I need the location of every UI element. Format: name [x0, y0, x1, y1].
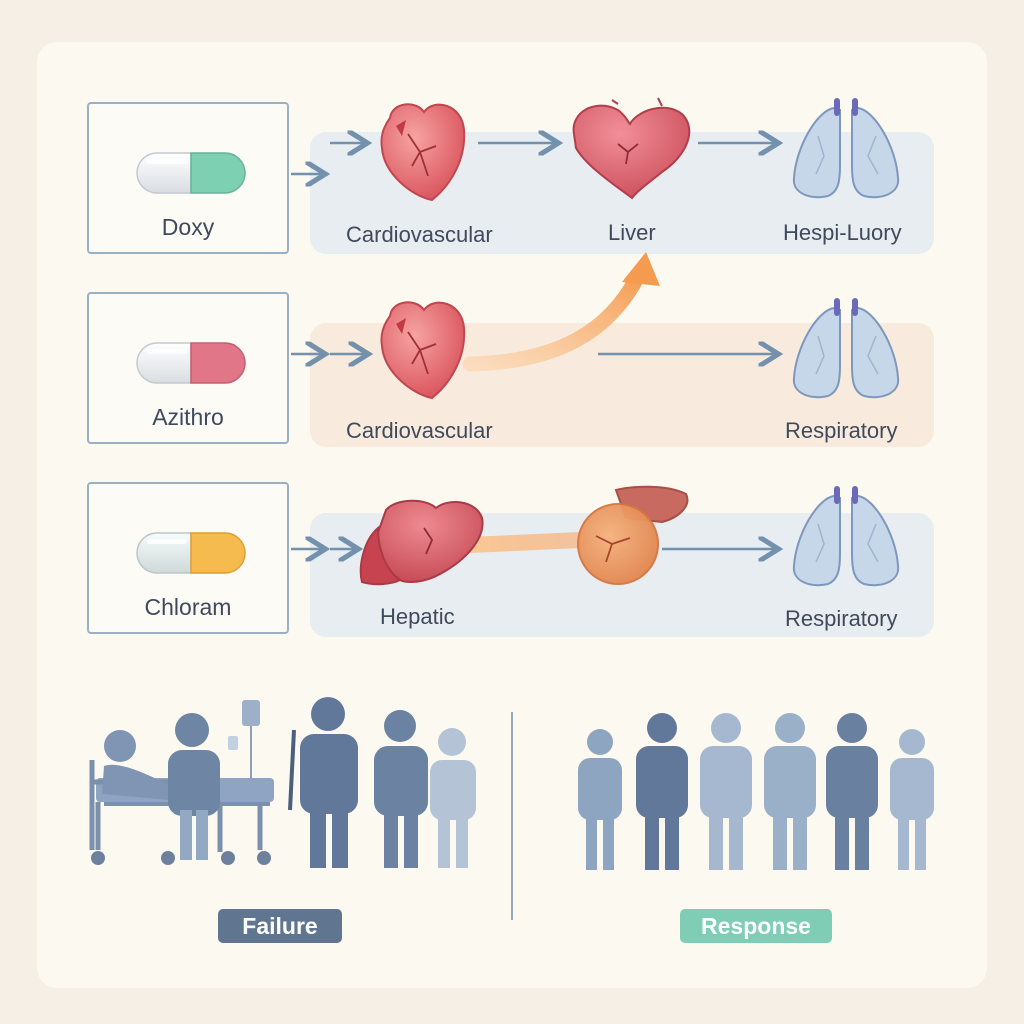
drug-box-doxy: Doxy [87, 102, 289, 254]
drug-name: Azithro [152, 404, 224, 430]
person-icon [700, 713, 752, 870]
curved-flow-arrowhead [622, 252, 660, 286]
failure-label: Failure [218, 909, 342, 943]
flow-arrows [291, 0, 1024, 700]
lungs-icon [788, 296, 904, 404]
capsule-icon [135, 151, 247, 195]
capsule-icon [135, 531, 247, 575]
organ-label: Cardiovascular [346, 222, 493, 247]
lungs-icon [788, 96, 904, 204]
heart-icon [372, 294, 472, 404]
organ-label: Respiratory [785, 606, 898, 631]
organ-label: Respiratory [785, 418, 898, 443]
response-group [578, 713, 934, 870]
person-icon [890, 729, 934, 870]
person-icon [826, 713, 878, 870]
person-icon [288, 697, 358, 868]
drug-name: Doxy [161, 214, 215, 240]
divider [511, 712, 513, 920]
lungs-icon [788, 484, 904, 592]
organ-label: Liver [608, 220, 656, 245]
organ-label: Cardiovascular [346, 418, 493, 443]
failure-group [89, 697, 476, 868]
person-icon [102, 730, 176, 800]
drug-name: Chloram [144, 594, 232, 620]
organ-label: Hespi-Luory [783, 220, 902, 245]
response-label: Response [680, 909, 832, 943]
drug-box-chloram: Chloram [87, 482, 289, 634]
flow-band [462, 532, 588, 553]
person-icon [764, 713, 816, 870]
liver-icon [356, 488, 486, 588]
person-icon [430, 728, 476, 868]
person-icon [374, 710, 428, 868]
organ-label: Hepatic [380, 604, 455, 629]
person-icon [578, 729, 622, 870]
heart-icon [372, 96, 472, 206]
person-icon [168, 713, 220, 860]
curved-flow-arrow [462, 268, 646, 372]
liver-icon [566, 482, 696, 586]
person-icon [636, 713, 688, 870]
iv-drip-icon [228, 700, 260, 780]
capsule-icon [135, 341, 247, 385]
liver-icon [566, 94, 696, 202]
drug-box-azithro: Azithro [87, 292, 289, 444]
